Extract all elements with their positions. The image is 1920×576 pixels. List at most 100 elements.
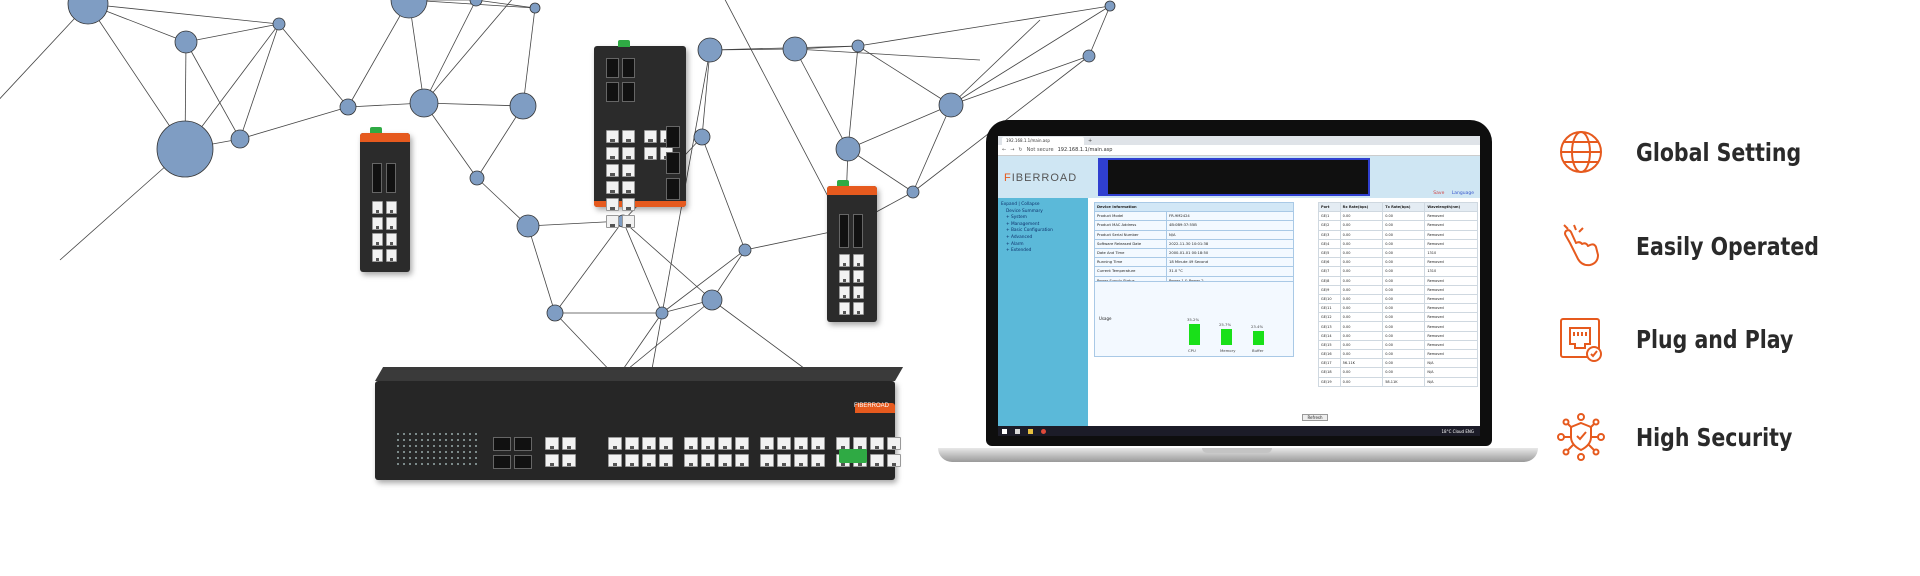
table-cell: 0.00 [1339,303,1384,314]
status-led [427,445,429,447]
rj45-port [760,454,774,467]
table-cell: N/A [1424,376,1478,387]
table-cell: Removed [1424,257,1478,268]
status-led [421,445,423,447]
rj45-port [839,286,850,299]
rj45-port [839,302,850,315]
rj45-port [625,437,639,450]
sidebar-item[interactable]: + System [1006,215,1027,221]
table-cell: 1310 [1424,266,1478,277]
mesh-link [649,49,711,381]
rj45-port [853,302,864,315]
sidebar-item[interactable]: + Advanced [1006,234,1033,240]
status-led [409,463,411,465]
refresh-button[interactable]: Refresh [1302,414,1328,421]
sidebar-item[interactable]: + Management [1006,221,1040,227]
mesh-node [272,17,286,31]
windows-start-icon[interactable] [1002,428,1007,434]
status-led [421,439,423,441]
table-cell: Removed [1424,303,1478,314]
mesh-link [87,3,280,25]
url-text[interactable]: 192.168.1.1/main.asp [1057,147,1113,153]
sidebar-item[interactable]: Device Summary [1006,208,1043,214]
rj45-port [870,454,884,467]
status-led [475,445,477,447]
switch-small-right [827,180,877,322]
sfp-slot [666,178,680,200]
switch-tall-middle [594,40,686,228]
back-icon[interactable]: ← [1002,147,1007,153]
mesh-node [67,0,109,25]
mesh-node [230,129,250,149]
table-cell: 0.00 [1382,284,1426,295]
status-led [445,451,447,453]
save-link[interactable]: Save [1433,191,1445,196]
table-cell: GE/18 [1318,367,1341,378]
mesh-link [711,299,821,381]
mesh-node [1104,0,1116,12]
sidebar-item[interactable]: + Extended [1006,248,1032,254]
rj45-port [839,254,850,267]
mesh-link [616,299,713,379]
table-cell: GE/4 [1318,238,1341,249]
table-cell: GE/5 [1318,247,1341,259]
forward-icon[interactable]: → [1010,147,1015,153]
sidebar-item[interactable]: + Basic Configuration [1006,228,1053,234]
sidebar-item[interactable]: + Alarm [1006,241,1024,247]
language-link[interactable]: Language [1451,191,1474,196]
info-value: FR-9M2424 [1166,211,1294,222]
sfp-slot [493,455,511,469]
table-cell: 0.00 [1339,247,1384,259]
status-led [397,463,399,465]
status-led [451,451,453,453]
rj45-port [372,201,383,214]
status-led [427,451,429,453]
rj45-port [372,233,383,246]
table-cell: GE/11 [1318,303,1341,314]
usage-bar-memory [1221,329,1232,345]
sidebar-item[interactable]: Expand | Collapse [1001,202,1040,207]
status-led [427,457,429,459]
laptop-notch [1202,448,1272,453]
reload-icon[interactable]: ↻ [1018,147,1023,153]
mesh-node [738,243,752,257]
table-cell: GE/13 [1318,321,1341,332]
table-cell: 0.00 [1339,257,1384,268]
feature-label: Easily Operated [1636,231,1819,261]
info-value: N/A [1166,229,1294,240]
mesh-node [546,304,564,322]
rj45-port [684,437,698,450]
chrome-icon[interactable] [1041,428,1046,434]
folder-icon[interactable] [1028,428,1033,434]
security-label: Not secure [1026,147,1054,153]
new-tab-button[interactable]: + [1088,138,1093,144]
rj45-port [562,454,576,467]
status-led [463,439,465,441]
table-cell: Removed [1424,275,1478,286]
mesh-node [409,88,439,118]
rj45-port [622,215,635,228]
mesh-node [390,0,428,19]
browser-tab[interactable]: 192.168.1.1/main.asp [1002,137,1084,145]
search-icon[interactable] [1015,428,1020,434]
rj45-port [386,201,397,214]
table-cell: GE/16 [1318,348,1341,360]
table-cell: 0.00 [1339,293,1384,305]
status-led [469,433,471,435]
rj45-port [701,454,715,467]
status-led [439,451,441,453]
status-led [403,439,405,441]
status-led [439,433,441,435]
mesh-link [475,0,536,9]
table-cell: 0.00 [1382,211,1426,222]
rj45-port [718,437,732,450]
address-bar[interactable]: ← → ↻ Not secure 192.168.1.1/main.asp [998,145,1480,156]
mesh-node [529,2,541,14]
table-cell: Removed [1424,238,1478,249]
table-cell: Removed [1424,321,1478,332]
usage-value-label: 35.2% [1187,316,1200,322]
